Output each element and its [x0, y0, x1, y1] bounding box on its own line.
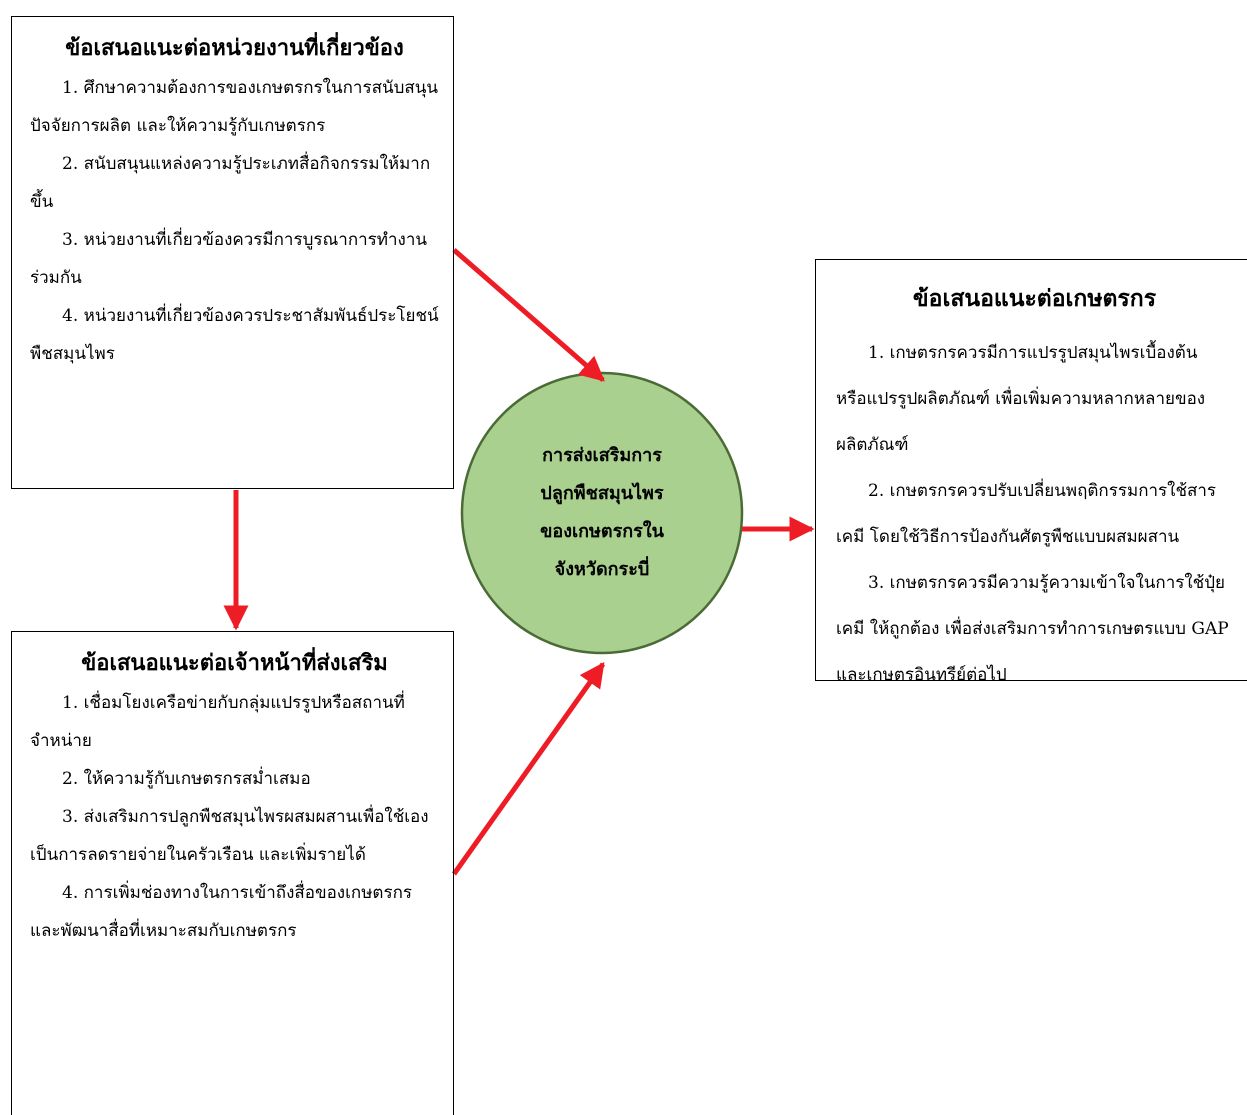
center-topic: การส่งเสริมการ ปลูกพืชสมุนไพร ของเกษตรกร… [461, 387, 743, 639]
agencies-item: 3. หน่วยงานที่เกี่ยวข้องควรมีการบูรณาการ… [30, 230, 428, 288]
farmers-title: ข้อเสนอแนะต่อเกษตรกร [912, 285, 1157, 312]
farmers-item: 1. เกษตรกรควรมีการแปรรูปสมุนไพรเบื้องต้น… [836, 343, 1206, 455]
officers-recommendation-box: ข้อเสนอแนะต่อเจ้าหน้าที่ส่งเสริม 1. เชื่… [11, 631, 454, 1115]
agencies-item: 1. ศึกษาความต้องการของเกษตรกรในการสนับสน… [30, 78, 438, 136]
officers-title: ข้อเสนอแนะต่อเจ้าหน้าที่ส่งเสริม [81, 650, 388, 676]
arrow-agencies-to-center [452, 248, 605, 382]
agencies-title: ข้อเสนอแนะต่อหน่วยงานที่เกี่ยวข้อง [65, 35, 404, 61]
officers-item: 4. การเพิ่มช่องทางในการเข้าถึงสื่อของเกษ… [30, 883, 413, 941]
farmers-recommendation-box: ข้อเสนอแนะต่อเกษตรกร 1. เกษตรกรควรมีการแ… [815, 259, 1247, 685]
center-topic-label: การส่งเสริมการ ปลูกพืชสมุนไพร ของเกษตรกร… [540, 445, 664, 580]
farmers-item: 2. เกษตรกรควรปรับเปลี่ยนพฤติกรรมการใช้สา… [836, 481, 1217, 547]
agencies-item: 2. สนับสนุนแหล่งความรู้ประเภทสื่อกิจกรรม… [30, 154, 431, 212]
farmers-item: 3. เกษตรกรควรมีความรู้ความเข้าใจในการใช้… [836, 573, 1229, 685]
officers-item: 2. ให้ความรู้กับเกษตรกรสม่ำเสมอ [62, 769, 311, 789]
agencies-recommendation-box: ข้อเสนอแนะต่อหน่วยงานที่เกี่ยวข้อง 1. ศึ… [11, 16, 454, 489]
officers-item: 1. เชื่อมโยงเครือข่ายกับกลุ่มแปรรูปหรือส… [30, 693, 405, 751]
arrow-officers-to-center [451, 661, 606, 876]
officers-item: 3. ส่งเสริมการปลูกพืชสมุนไพรผสมผสานเพื่อ… [30, 807, 429, 865]
agencies-item: 4. หน่วยงานที่เกี่ยวข้องควรประชาสัมพันธ์… [30, 306, 439, 364]
